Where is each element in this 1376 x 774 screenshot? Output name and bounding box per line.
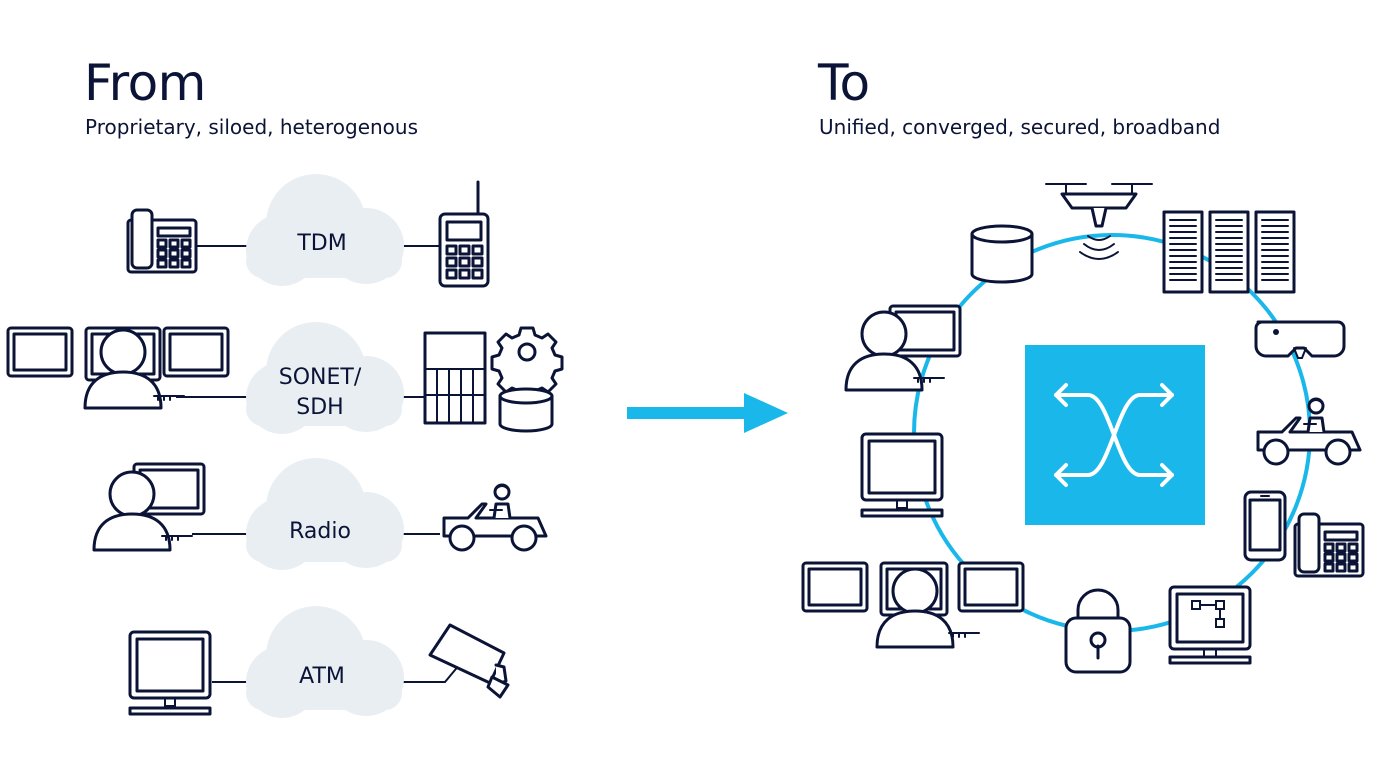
switch-arrows-icon: [1025, 345, 1205, 525]
cctv-camera-icon: [428, 623, 510, 699]
cloud-label-tdm: TDM: [296, 231, 346, 256]
gear-icon: [490, 326, 564, 400]
monitor-icon: [128, 630, 212, 716]
to-heading: To: [818, 54, 870, 112]
handheld-radio-icon: [438, 180, 490, 288]
cloud-radio: [246, 458, 404, 570]
operator-monitor-icon: [844, 304, 962, 392]
database-icon: [498, 387, 554, 433]
server-cluster-icon: [1162, 210, 1296, 294]
desk-phone-icon: [1293, 512, 1365, 578]
desk-phone-icon: [126, 208, 198, 274]
from-heading: From: [84, 54, 206, 112]
cloud-label-atm: ATM: [299, 664, 345, 689]
drone-icon: [1045, 183, 1153, 260]
server-rack-icon: [423, 331, 487, 425]
cloud-label-sonet-line-2: SDH: [296, 395, 343, 420]
control-room-icon: [801, 561, 1025, 649]
database-icon: [970, 224, 1034, 284]
cloud-atm: [246, 606, 404, 718]
vr-headset-icon: [1254, 320, 1346, 359]
to-subtitle: Unified, converged, secured, broadband: [819, 115, 1221, 139]
cloud-label-sonet-line-1: SONET/: [279, 365, 362, 390]
control-room-icon: [6, 326, 230, 410]
smartphone-icon: [1243, 490, 1287, 562]
transition-arrow: [627, 393, 788, 433]
diagram-monitor-icon: [1168, 585, 1252, 665]
monitor-icon: [860, 432, 944, 518]
from-subtitle: Proprietary, siloed, heterogenous: [85, 115, 419, 139]
vehicle-icon: [442, 483, 548, 552]
operator-monitor-icon: [92, 462, 206, 552]
cloud-tdm: [246, 174, 404, 286]
padlock-icon: [1064, 588, 1132, 674]
cloud-label-radio: Radio: [289, 519, 351, 544]
